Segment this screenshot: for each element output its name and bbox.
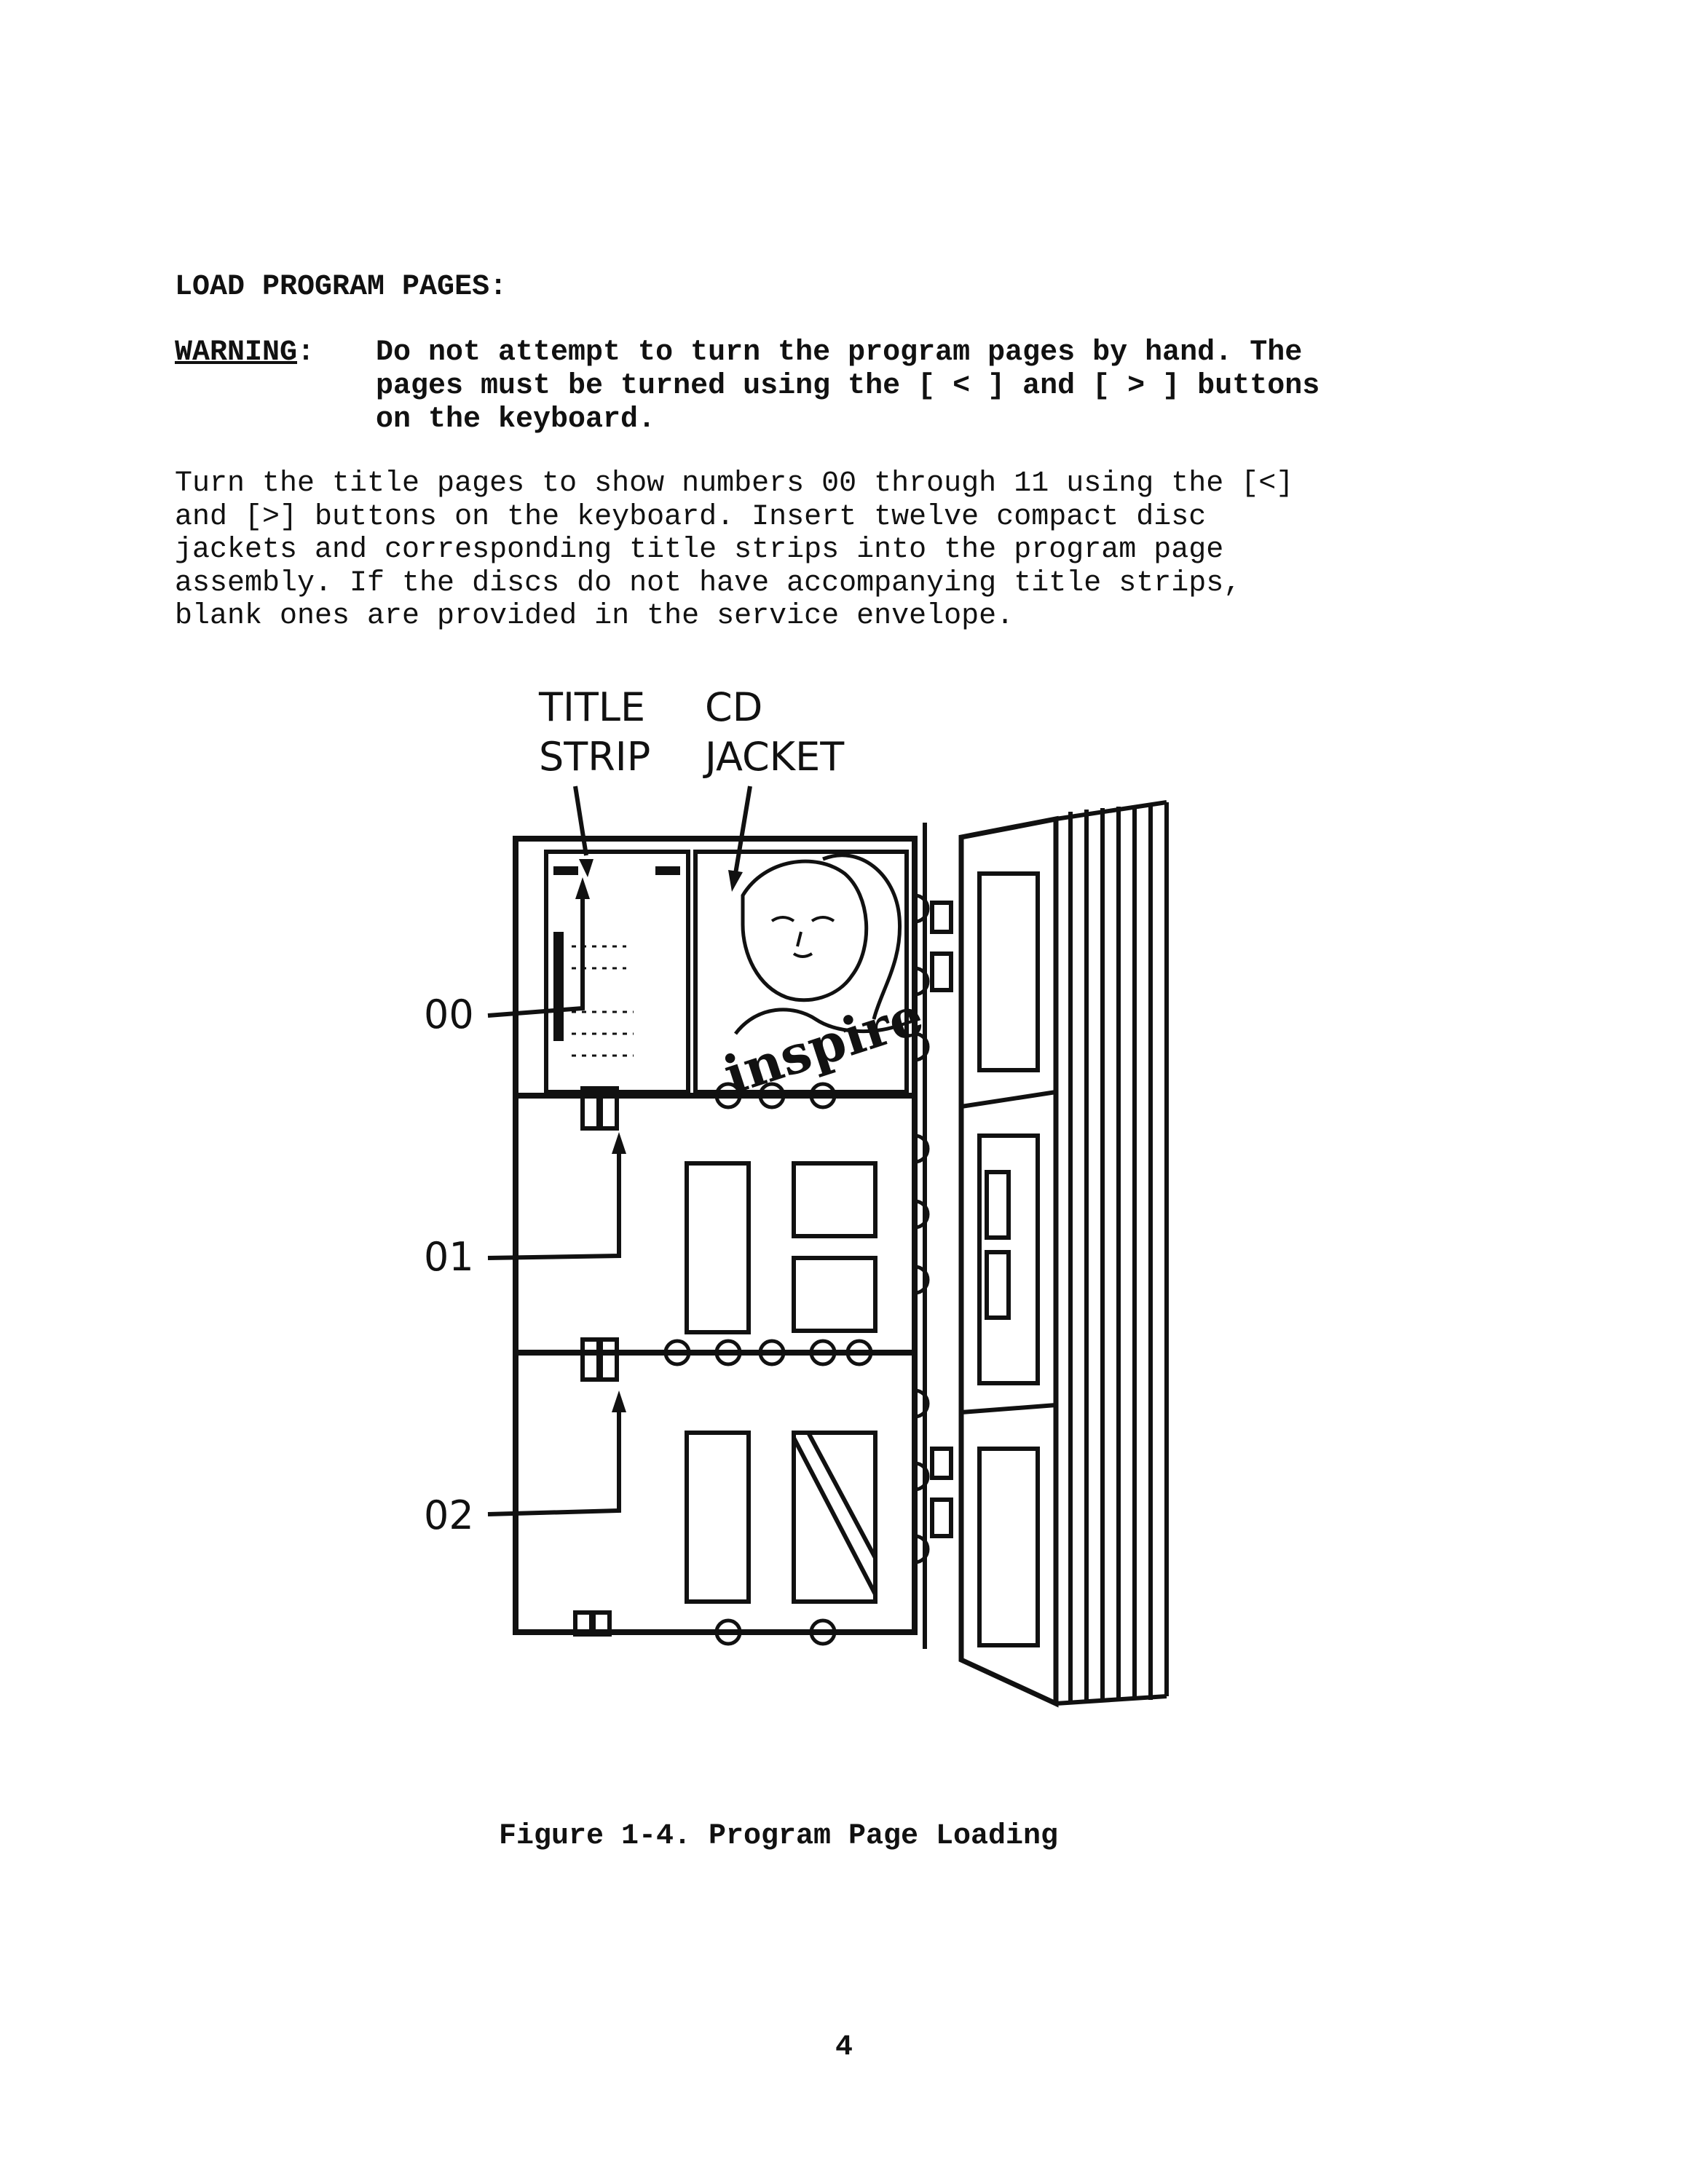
title-strip-bar [553,932,564,1041]
paragraph-line: blank ones are provided in the service e… [175,600,1014,633]
page-01-window-top [792,1161,877,1238]
paragraph-line: Turn the title pages to show numbers 00 … [175,467,1294,500]
arrow-cd-jacket [733,786,752,874]
portrait-head [741,859,869,1002]
instructions-paragraph: Turn the title pages to show numbers 00 … [175,467,1483,633]
warning-colon: : [297,336,315,369]
paragraph-line: and [>] buttons on the keyboard. Insert … [175,500,1207,534]
label-cd-jacket-line1: CD [705,684,762,730]
warning-line: on the keyboard. [376,403,656,436]
page-01-window-bottom [792,1256,877,1333]
binder-spine [912,823,927,1649]
leader-02 [487,1409,621,1516]
page-02-window-right [792,1431,877,1604]
label-title-strip-line2: STRIP [539,734,650,780]
label-title-strip-line1: TITLE [538,684,645,730]
page-number: 4 [835,2031,853,2064]
paragraph-line: jackets and corresponding title strips i… [175,534,1224,566]
page-02-window-left [685,1431,751,1604]
figure-caption-text: Figure 1-4. Program Page Loading [498,1820,1059,1853]
section-heading: LOAD PROGRAM PAGES: [175,271,508,304]
paragraph-line: assembly. If the discs do not have accom… [175,566,1242,600]
label-page-02: 02 [424,1492,474,1538]
warning-line: pages must be turned using the [ < ] and… [376,370,1320,403]
leader-01 [487,1150,621,1260]
warning-text: Do not attempt to turn the program pages… [376,336,1483,437]
cover-text-inspire: inspire [717,984,931,1107]
arrow-title-strip [573,786,588,856]
warning-line: Do not attempt to turn the program pages… [376,336,1303,369]
warning-label: WARNING: [175,336,315,369]
label-page-01: 01 [424,1234,474,1280]
program-page-loading-figure: TITLE STRIP CD JACKET inspire [424,684,1169,1708]
label-cd-jacket-line2: JACKET [703,734,845,780]
figure-caption: Figure 1-4. Program Page Loading [0,1820,1688,1853]
cd-jacket-card [693,850,909,1094]
page-01-window-left [685,1161,751,1334]
arrowhead-cd-jacket [728,870,743,892]
warning-label-text: WARNING [175,336,298,369]
label-page-00: 00 [424,992,474,1037]
leader-00 [487,895,585,1018]
arrowhead-title-strip [579,859,593,877]
title-strip-card [544,850,690,1094]
